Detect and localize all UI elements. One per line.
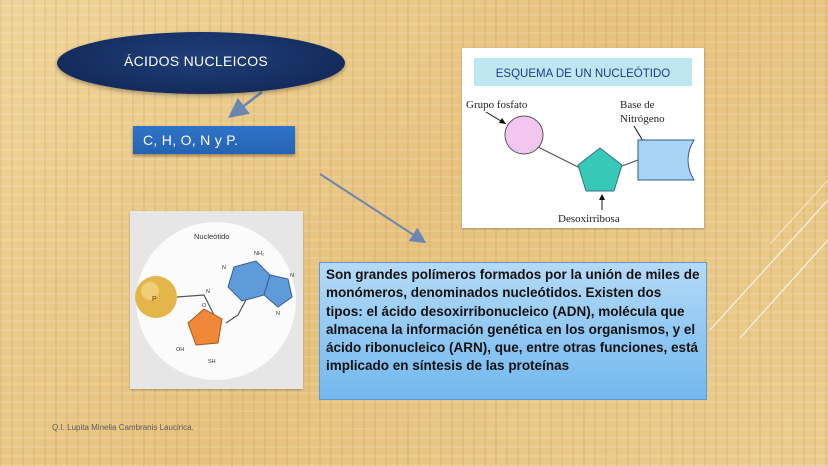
base-shape xyxy=(637,139,695,181)
phosphate-circle xyxy=(504,115,544,155)
atom-nh2: NH₂ xyxy=(254,251,264,257)
description-box: Son grandes polímeros formados por la un… xyxy=(319,262,707,400)
base-label-line2: Nitrógeno xyxy=(620,113,665,125)
base-label-line1: Base de xyxy=(620,99,655,111)
nucleotide-label: Nucleótido xyxy=(194,232,229,241)
atom-p: P xyxy=(152,296,157,303)
molecule-bonds xyxy=(176,280,257,324)
phosphate-highlight xyxy=(141,282,159,300)
nucleotide-scheme-panel: ESQUEMA DE UN NUCLEÓTIDO Grupo fosfato B… xyxy=(462,48,704,228)
elements-to-description-arrow xyxy=(319,173,427,244)
title-ellipse: ÁCIDOS NUCLEICOS xyxy=(57,32,345,94)
phosphate-label: Grupo fosfato xyxy=(466,99,528,111)
elements-text: C, H, O, N y P. xyxy=(143,132,239,148)
atom-n3: N xyxy=(206,289,210,295)
sugar-pentagon xyxy=(577,147,623,192)
atom-n2: N xyxy=(290,273,294,279)
sugar-pointer-head xyxy=(599,194,605,200)
scheme-title-banner xyxy=(474,58,692,86)
atom-n4: N xyxy=(276,311,280,317)
atom-n1: N xyxy=(222,265,226,271)
sugar-label: Desoxirribosa xyxy=(558,213,620,225)
phosphate-pointer-head xyxy=(499,118,506,124)
atom-oh: OH xyxy=(176,347,184,353)
author-credit: Q.I. Lupita Minelia Cambranis Laucirica. xyxy=(52,423,194,432)
title-to-elements-arrow xyxy=(228,91,263,119)
atom-o: O xyxy=(202,303,207,309)
description-text: Son grandes polímeros formados por la un… xyxy=(326,267,700,374)
nucleotide-molecule: Nucleótido P NH₂ N N N N O OH SH xyxy=(135,222,296,380)
elements-box: C, H, O, N y P. xyxy=(133,126,295,154)
base-ring-pentagon xyxy=(263,274,293,308)
sugar-ring xyxy=(187,308,223,346)
slide-title: ÁCIDOS NUCLEICOS xyxy=(123,53,269,69)
decorative-lines xyxy=(709,180,828,339)
scheme-title: ESQUEMA DE UN NUCLEÓTIDO xyxy=(496,67,670,80)
sugar-base-bond xyxy=(621,159,639,167)
atom-sh: SH xyxy=(208,359,216,365)
nucleotide-illustration: Nucleótido P NH₂ N N N N O OH SH xyxy=(130,211,303,389)
nucleotide-scheme-diagram: ESQUEMA DE UN NUCLEÓTIDO Grupo fosfato B… xyxy=(466,58,695,225)
